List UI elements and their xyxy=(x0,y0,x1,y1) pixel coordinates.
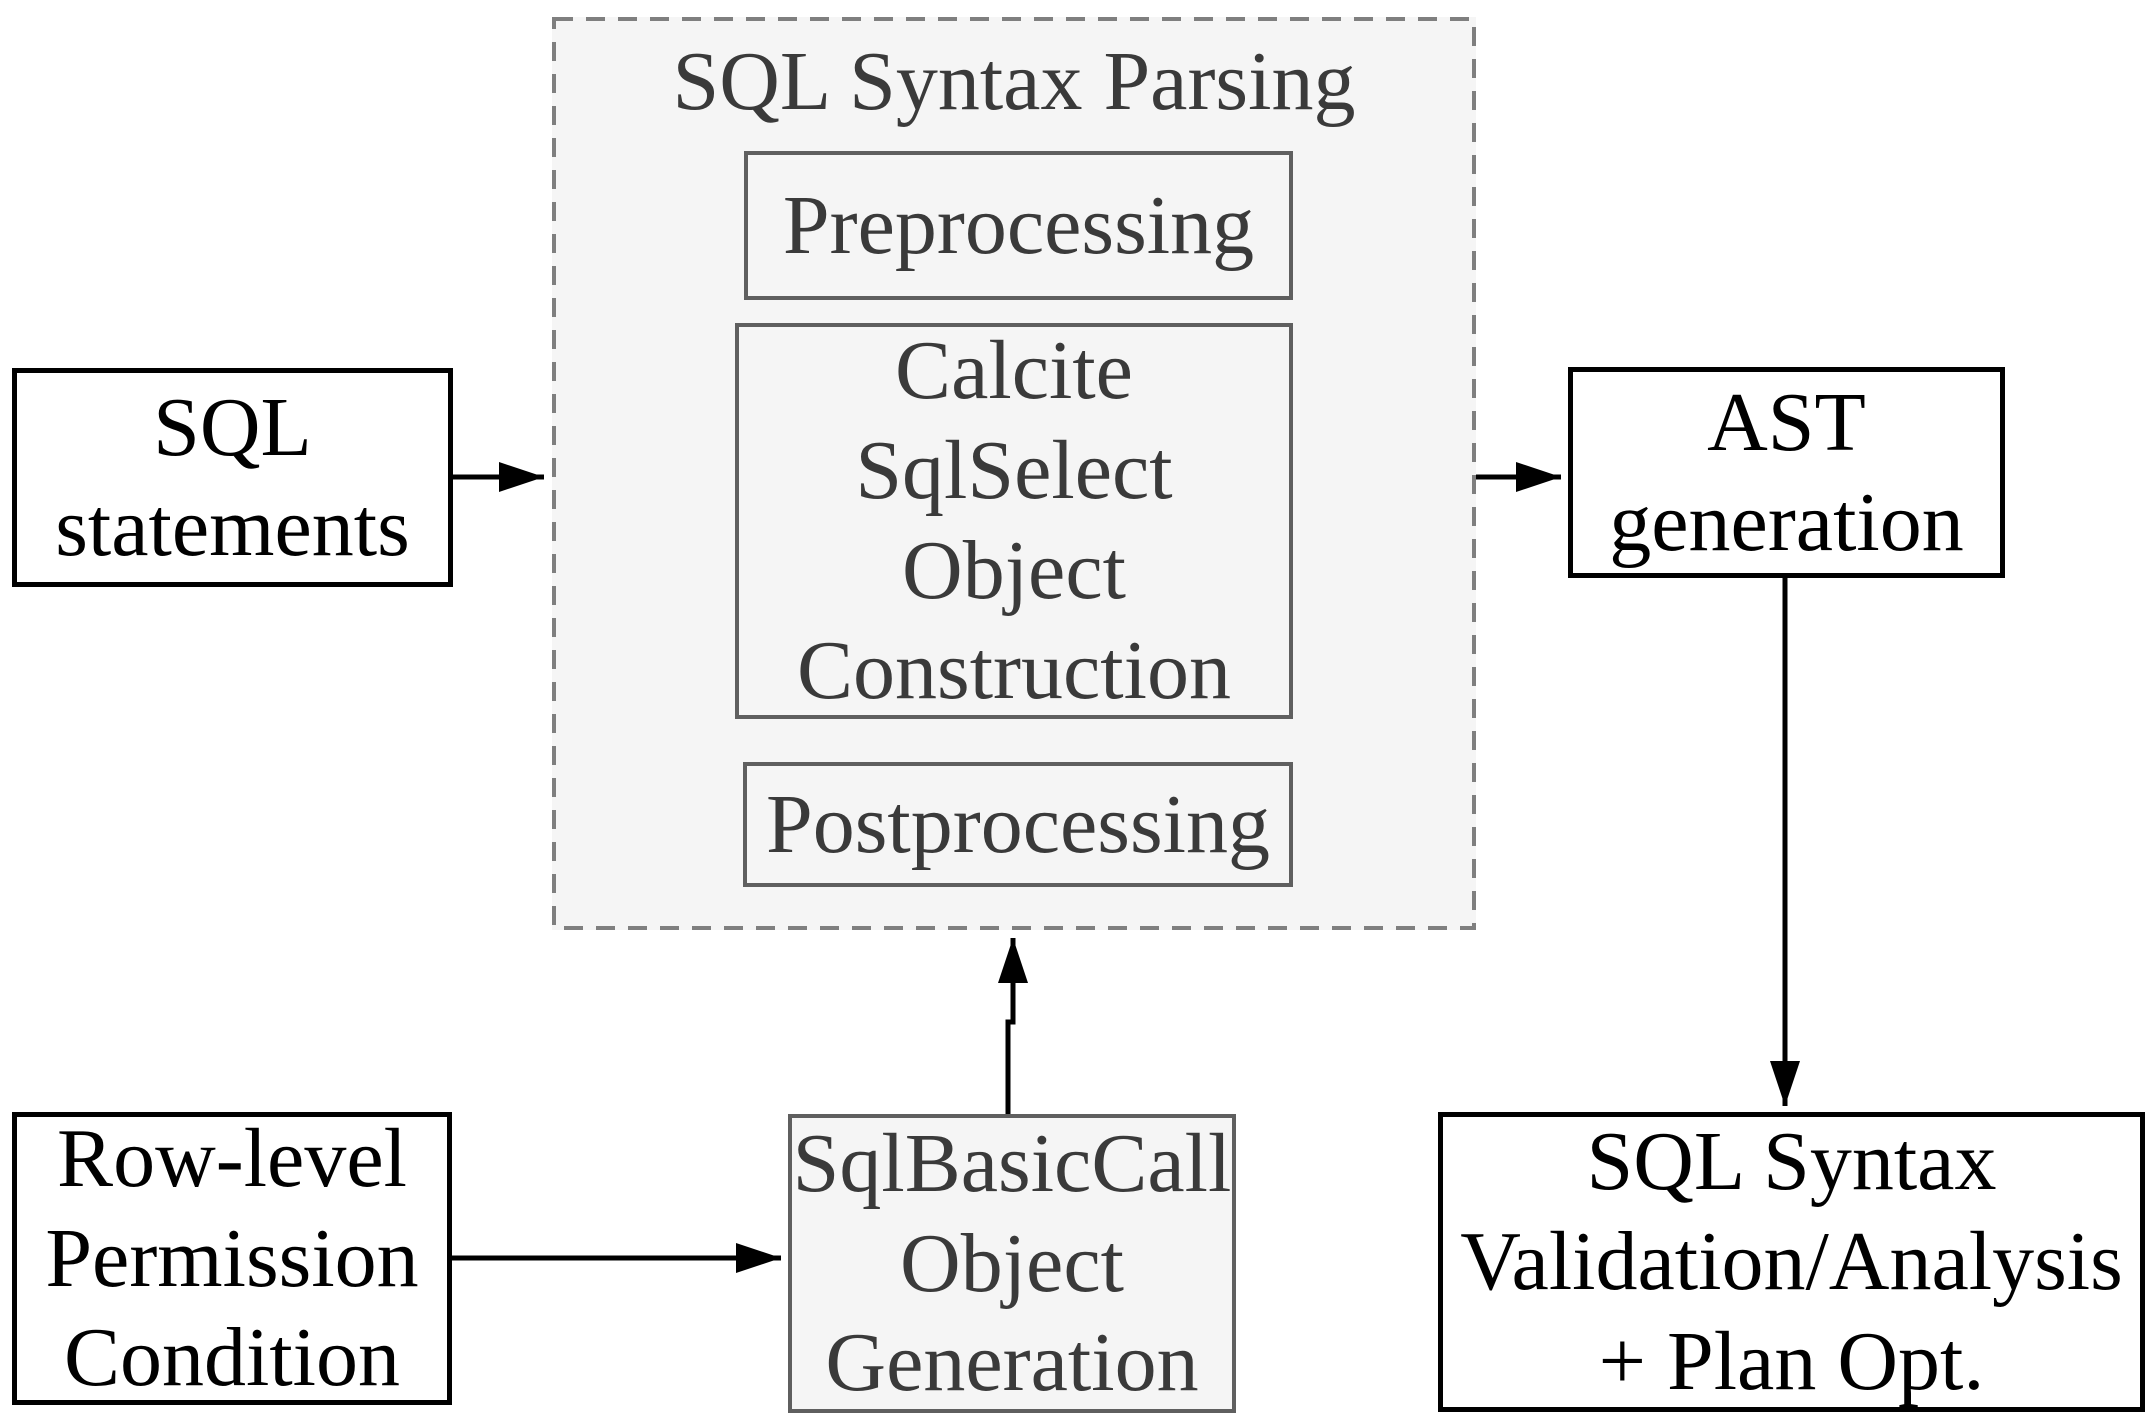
sql-syntax-parsing-title: SQL Syntax Parsing xyxy=(672,35,1356,128)
calcite-sqlselect-object-construction-box: Calcite SqlSelect Object Construction xyxy=(735,323,1293,719)
sql-statements-box: SQL statements xyxy=(12,368,453,587)
sql-basic-call-object-generation-box: SqlBasicCall Object Generation xyxy=(788,1114,1236,1413)
postprocessing-box: Postprocessing xyxy=(743,762,1293,887)
arrow-sql-basic-call-to-parser xyxy=(998,938,1028,1114)
ast-generation-box: AST generation xyxy=(1568,367,2005,578)
row-level-permission-condition-box: Row-level Permission Condition xyxy=(12,1112,452,1405)
sql-syntax-validation-plan-opt-box: SQL Syntax Validation/Analysis + Plan Op… xyxy=(1438,1112,2145,1412)
preprocessing-box: Preprocessing xyxy=(744,151,1293,300)
